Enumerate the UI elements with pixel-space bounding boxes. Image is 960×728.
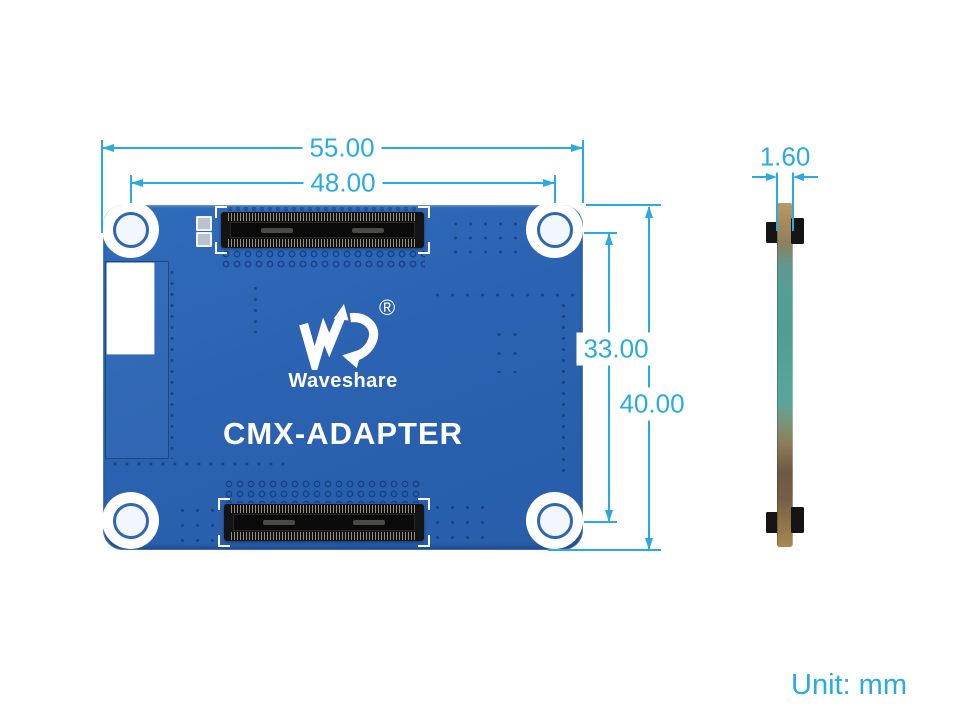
mounting-hole-top-right — [526, 205, 583, 258]
silkscreen-corner-bracket — [418, 242, 430, 254]
mounting-hole-top-left — [103, 205, 159, 258]
via-dot-field — [175, 503, 215, 547]
connector-slot — [263, 520, 295, 525]
btb-connector-bottom — [218, 498, 430, 547]
mounting-hole-bottom-right — [526, 492, 583, 549]
connector-cavity — [233, 514, 415, 531]
mounting-hole-bottom-left — [103, 492, 159, 549]
dim-hole-pitch-y-label: 33.00 — [576, 332, 656, 366]
via-dot-field — [430, 500, 492, 546]
product-name-label: CMX-ADAPTER — [222, 416, 464, 451]
smd-pad — [196, 216, 212, 231]
side-connector-bottom-left — [766, 512, 778, 533]
copper-trace-pattern — [221, 249, 425, 270]
side-connector-bottom-right — [791, 507, 804, 533]
pcb-side-view — [758, 200, 810, 552]
dim-board-width-label: 55.00 — [302, 131, 382, 165]
dim-thickness-lines — [752, 172, 818, 231]
dim-hole-pitch-y-lines — [584, 232, 617, 523]
unit-label: Unit: mm — [791, 669, 907, 701]
white-component-footprint — [107, 263, 154, 354]
pcb-board-edge — [777, 203, 793, 547]
brand-label: Waveshare — [288, 370, 398, 392]
via-dot-field — [491, 325, 517, 373]
silkscreen-corner-bracket — [215, 206, 227, 218]
silkscreen-corner-bracket — [418, 535, 430, 547]
registered-trademark: ® — [379, 295, 396, 320]
connector-pins — [231, 532, 417, 540]
silkscreen-corner-bracket — [215, 242, 227, 254]
waveshare-logo-icon — [299, 304, 379, 370]
dim-hole-pitch-x-label: 48.00 — [303, 166, 383, 200]
btb-connector-top — [215, 206, 430, 254]
via-dot-field — [109, 458, 289, 467]
connector-slot — [260, 227, 293, 233]
connector-pins — [231, 505, 417, 513]
smd-pad — [196, 232, 212, 247]
connector-slot — [353, 520, 385, 525]
via-dot-field — [559, 300, 567, 475]
side-connector-top-right — [791, 218, 804, 244]
via-dot-field — [430, 289, 575, 298]
side-connector-top-left — [766, 222, 778, 243]
connector-pins — [228, 239, 417, 247]
connector-pins — [228, 213, 417, 221]
via-dot-field — [448, 217, 528, 257]
silkscreen-corner-bracket — [218, 535, 230, 547]
via-dot-field — [251, 283, 259, 333]
dim-thickness-label: 1.60 — [757, 141, 813, 173]
copper-trace-pattern — [224, 479, 424, 503]
hole-bore — [536, 502, 573, 539]
silkscreen-corner-bracket — [418, 206, 430, 218]
hole-bore — [536, 211, 573, 248]
hole-bore — [112, 211, 149, 248]
dim-board-height-label: 40.00 — [612, 387, 692, 421]
connector-slot — [352, 227, 385, 233]
silkscreen-corner-bracket — [218, 498, 230, 510]
via-dot-field — [167, 267, 176, 459]
connector-cavity — [230, 222, 415, 238]
copper-pad-row — [228, 207, 418, 211]
silkscreen-corner-bracket — [418, 498, 430, 510]
dim-board-height-lines — [548, 204, 661, 551]
hole-bore — [112, 502, 149, 539]
pcb-front-view: ® Waveshare CMX-ADAPTER — [103, 205, 583, 550]
